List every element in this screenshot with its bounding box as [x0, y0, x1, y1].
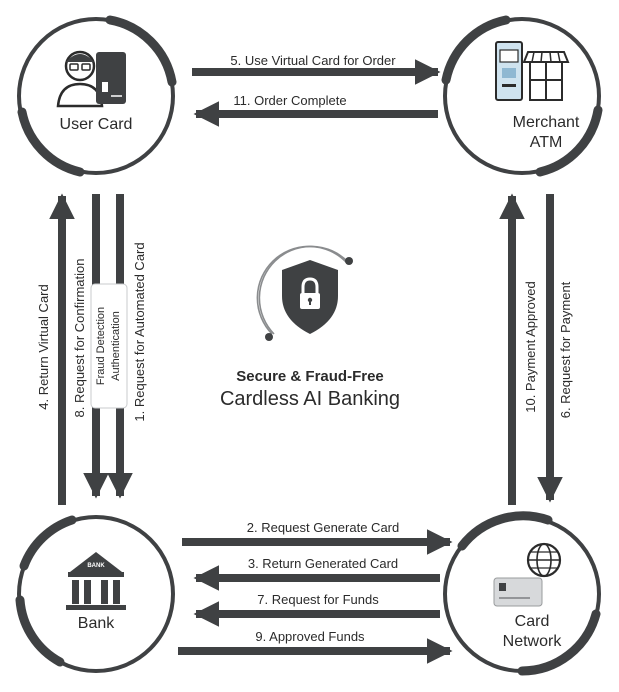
step-5-label: 5. Use Virtual Card for Order: [230, 53, 396, 68]
bank-node: BANK Bank: [15, 515, 175, 673]
center-title: Cardless AI Banking: [220, 388, 400, 410]
step-11-label: 11. Order Complete: [233, 93, 346, 108]
step-2-label: 2. Request Generate Card: [247, 520, 399, 535]
shield-lock-icon: [282, 260, 338, 334]
bank-label: Bank: [78, 615, 115, 632]
step-1-label: 1. Request for Automated Card: [132, 242, 147, 421]
globe-and-card-icon: [493, 542, 562, 607]
atm-and-shop-icon: [495, 41, 570, 101]
bank-sign: BANK: [87, 563, 105, 569]
step-7-label: 7. Request for Funds: [257, 592, 379, 607]
badge-line1: Fraud Detection: [95, 307, 107, 385]
merchant-label-line2: ATM: [530, 134, 563, 151]
step-6-label: 6. Request for Payment: [558, 281, 573, 418]
user-card-node: User Card: [17, 15, 177, 177]
center-subtitle: Secure & Fraud-Free: [236, 368, 384, 385]
network-label-line1: Card: [515, 613, 550, 630]
network-label-line2: Network: [503, 633, 563, 650]
fraud-detection-badge: Fraud Detection Authentication: [90, 283, 128, 409]
badge-line2: Authentication: [110, 311, 122, 381]
bank-building-icon: [66, 552, 126, 610]
user-card-label: User Card: [60, 116, 133, 133]
step-9-label: 9. Approved Funds: [255, 629, 365, 644]
card-network-node: Card Network: [443, 511, 601, 676]
step-8-label: 8. Request for Confirmation: [72, 259, 87, 418]
merchant-atm-node: Merchant ATM: [441, 15, 603, 177]
merchant-label-line1: Merchant: [513, 114, 580, 131]
step-3-label: 3. Return Generated Card: [248, 556, 398, 571]
center-logo: [256, 245, 353, 341]
step-4-label: 4. Return Virtual Card: [36, 284, 51, 410]
person-with-card-icon: [56, 50, 126, 108]
step-10-label: 10. Payment Approved: [523, 281, 538, 413]
